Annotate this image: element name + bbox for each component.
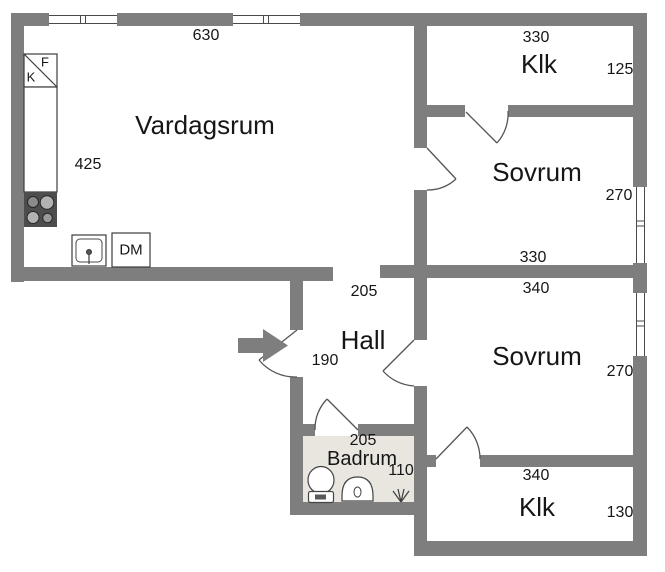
room-label-sovrum-bottom: Sovrum: [492, 341, 582, 371]
toilet-icon: [307, 465, 335, 504]
window-icon: [633, 293, 647, 356]
door-swing-icon: [426, 147, 457, 191]
dim-klk-top-width: 330: [522, 29, 550, 46]
kitchen-sink-icon: [71, 234, 107, 267]
stove-icon: [24, 192, 57, 227]
fridge-label: K: [26, 69, 36, 85]
dim-klk-bottom-depth: 130: [606, 504, 634, 521]
dim-klk-top-depth: 125: [606, 61, 634, 78]
door-swing-icon: [314, 398, 359, 431]
door-swing-icon: [382, 339, 415, 387]
freezer-label: F: [41, 54, 49, 70]
walls: [11, 13, 647, 556]
window-icon: [49, 13, 117, 26]
dim-sovrum-bottom-depth: 270: [606, 363, 634, 380]
door-swing-icon: [465, 110, 509, 144]
dim-hall-depth: 190: [311, 352, 339, 369]
window-icons: [49, 13, 647, 356]
dim-sovrum-bottom-width: 340: [522, 280, 550, 297]
room-label-vardagsrum: Vardagsrum: [135, 110, 275, 140]
dishwasher-label: DM: [119, 241, 143, 259]
dim-badrum-depth: 110: [388, 462, 414, 479]
kitchen-counter: [23, 86, 58, 193]
room-label-klk-top: Klk: [520, 49, 558, 79]
dim-sovrum-top-depth: 270: [605, 187, 633, 204]
room-label-sovrum-top: Sovrum: [492, 157, 582, 187]
fridge-freezer-cabinet-icon: [23, 53, 58, 88]
dim-klk-bottom-width: 340: [522, 467, 550, 484]
entrance-arrow-icon: [238, 329, 288, 362]
dim-vardagsrum-width: 630: [192, 27, 220, 44]
door-swing-icon: [435, 426, 481, 460]
dishwasher-box: [111, 232, 151, 268]
door-swing-icons: [258, 110, 509, 460]
dim-hall-width: 205: [350, 283, 378, 300]
window-icon: [633, 187, 647, 263]
dim-sovrum-top-width: 330: [519, 249, 547, 266]
room-label-klk-bottom: Klk: [518, 492, 556, 522]
room-label-hall: Hall: [340, 325, 386, 355]
dim-badrum-width: 205: [349, 432, 377, 449]
window-icon: [233, 13, 300, 26]
dim-vardagsrum-depth: 425: [74, 156, 102, 173]
washbasin-icon: [341, 476, 374, 502]
shower-icon: [392, 488, 410, 503]
room-label-badrum: Badrum: [326, 448, 398, 470]
